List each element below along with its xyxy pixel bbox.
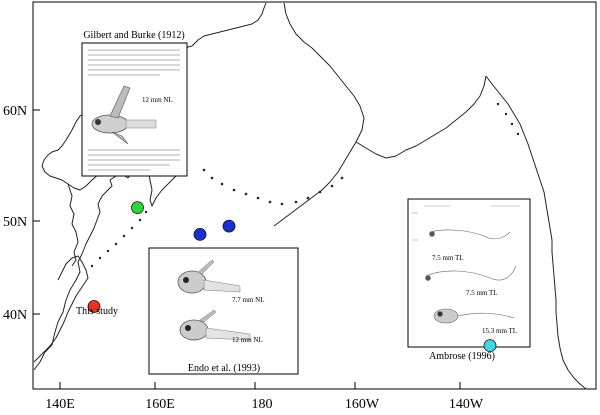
latitude-axis-labels: 60N 50N 40N (3, 104, 27, 323)
endo-frame (148, 247, 299, 375)
inset-gilbert-burke: Gilbert and Burke (1912) 12 mm NL (81, 30, 188, 177)
ambrose-header-lines (412, 205, 520, 241)
gilbert-size-label: 12 mm NL (142, 96, 173, 104)
endo-fish-drawing-2 (179, 309, 251, 341)
endo-size-label-1: 7.7 mm NL (232, 296, 264, 304)
aleutian-islands (202, 168, 344, 206)
ambrose-larva-1 (429, 229, 511, 240)
panhandle-islands (496, 102, 520, 136)
alaska-gulf-coast (355, 75, 487, 159)
japan-coast (33, 255, 89, 363)
marker-cyan-site (483, 339, 497, 353)
ambrose-larva-2 (425, 265, 517, 281)
marker-blue-site-2 (222, 219, 236, 233)
ambrose-size-label-3: 15.3 mm TL (482, 327, 517, 335)
endo-fish-drawing-1 (177, 259, 241, 294)
north-america-coast (485, 75, 587, 390)
ambrose-size-label-2: 7.5 mm TL (466, 289, 498, 297)
lat-tick-60n: 60N (3, 104, 27, 119)
marker-green-site (131, 201, 144, 215)
this-study-label: This study (76, 306, 118, 317)
lon-tick-180: 180 (252, 397, 273, 412)
lon-tick-160e: 160E (145, 397, 175, 412)
inset-endo: 7.7 mm NL 12 mm NL Endo et al. (1993) (148, 247, 299, 375)
ambrose-size-label-1: 7.5 mm TL (432, 254, 464, 262)
lon-tick-140w: 140W (449, 397, 484, 412)
gilbert-fish-drawing (91, 85, 157, 145)
ambrose-caption: Ambrose (1996) (429, 351, 495, 362)
longitude-axis-labels: 140E 160E 180 160W 140W (45, 397, 484, 412)
marker-blue-site-1 (193, 227, 207, 241)
marker-this-study (87, 300, 101, 313)
lon-tick-140e: 140E (45, 397, 75, 412)
ambrose-frame (407, 198, 531, 348)
site-markers (87, 201, 497, 353)
lat-tick-50n: 50N (3, 215, 27, 230)
alaska-coast (273, 2, 365, 227)
endo-caption: Endo et al. (1993) (188, 363, 260, 374)
lat-tick-40n: 40N (3, 308, 27, 323)
lon-tick-160w: 160W (345, 397, 380, 412)
kuril-islands (90, 210, 148, 268)
frame-ticks (33, 109, 461, 389)
endo-size-label-2: 12 mm NL (232, 336, 263, 344)
gilbert-frame (81, 42, 188, 177)
gilbert-caption: Gilbert and Burke (1912) (83, 30, 184, 41)
gilbert-text-lines (88, 49, 180, 171)
inset-ambrose: 7.5 mm TL 7.5 mm TL 15.3 mm TL Ambrose (… (407, 198, 531, 362)
ambrose-larva-3 (433, 308, 515, 324)
sakhalin-coast (67, 183, 79, 267)
